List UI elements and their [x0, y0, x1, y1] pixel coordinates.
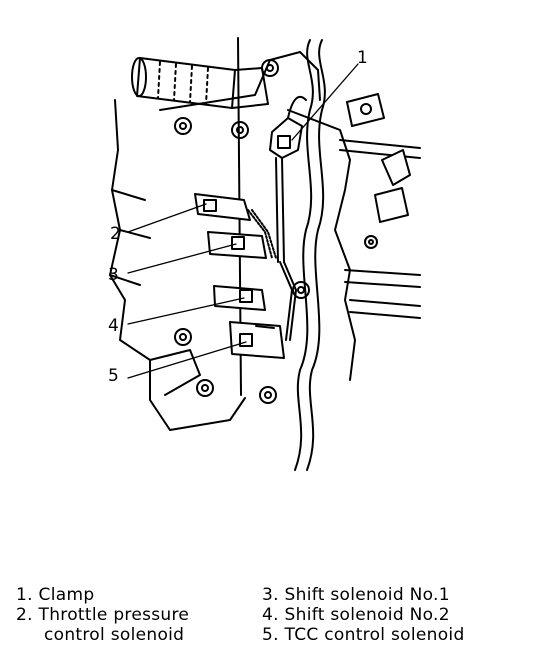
legend-item-tcc-control-solenoid: 5. TCC control solenoid [262, 625, 465, 645]
legend-num: 5. [262, 625, 279, 645]
legend-text: Shift solenoid No.2 [284, 605, 450, 625]
legend-num: 1. [16, 585, 33, 605]
callout-3: 3 [108, 265, 119, 285]
legend-num: 2. [16, 605, 33, 625]
valve-body [109, 37, 356, 471]
legend-text-continuation: control solenoid [44, 625, 185, 645]
legend-right: 3. Shift solenoid No.1 4. Shift solenoid… [262, 585, 465, 645]
legend-item-clamp: 1. Clamp [16, 585, 189, 605]
throttle-pressure-solenoid [194, 193, 251, 221]
legend-num: 3. [262, 585, 279, 605]
legend-text: Clamp [38, 585, 95, 605]
callout-1: 1 [357, 48, 368, 68]
clamp-and-wires [247, 95, 307, 341]
legend-item-throttle-pressure-solenoid: 2. Throttle pressure control solenoid [16, 605, 189, 645]
right-rails [339, 93, 421, 319]
callout-4: 4 [108, 316, 119, 336]
legend-text: Shift solenoid No.1 [284, 585, 450, 605]
legend-item-shift-solenoid-2: 4. Shift solenoid No.2 [262, 605, 465, 625]
upper-cylinder [131, 57, 269, 109]
callout-2: 2 [110, 224, 121, 244]
tcc-control-solenoid [229, 321, 285, 359]
legend-text: Throttle pressure [38, 605, 190, 625]
legend-left: 1. Clamp 2. Throttle pressure control so… [16, 585, 189, 645]
callout-5: 5 [108, 366, 119, 386]
shift-solenoid-1 [207, 231, 267, 259]
leader-lines [127, 63, 359, 379]
legend-item-shift-solenoid-1: 3. Shift solenoid No.1 [262, 585, 465, 605]
legend-num: 4. [262, 605, 279, 625]
legend-text: TCC control solenoid [284, 625, 465, 645]
valve-body-illustration [109, 37, 421, 471]
shift-solenoid-2 [213, 285, 266, 311]
